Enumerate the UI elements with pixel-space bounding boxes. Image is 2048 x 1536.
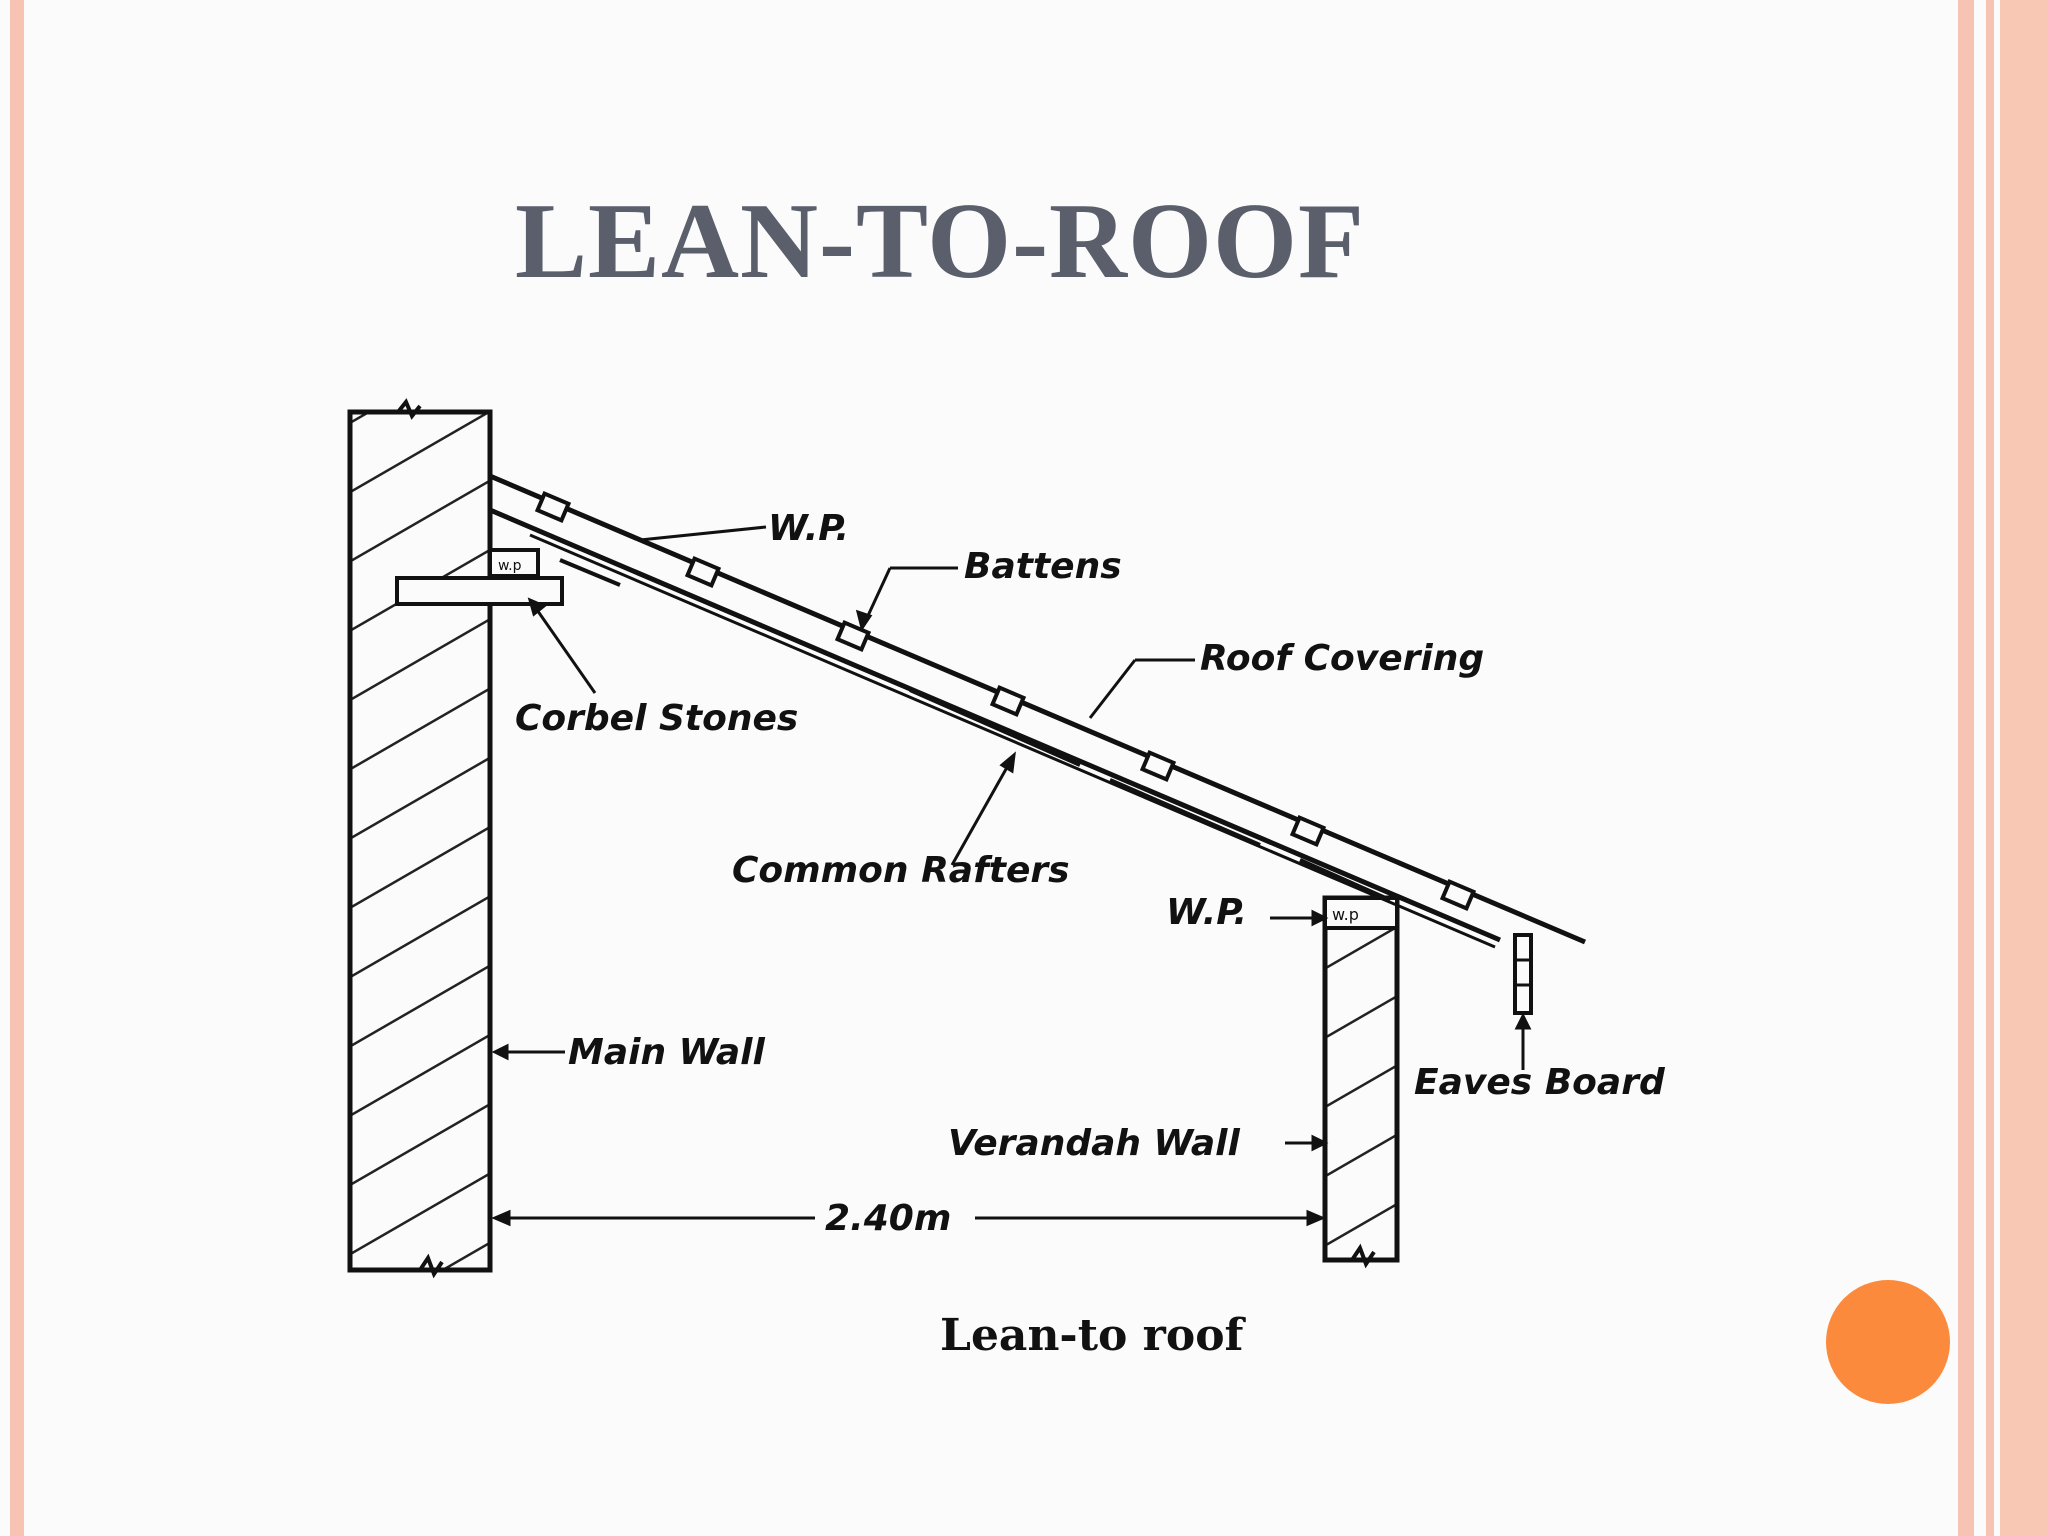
label-eaves-board: Eaves Board: [1414, 1062, 1666, 1103]
label-wp-top: W.P.: [768, 508, 849, 549]
label-verandah-wall: Verandah Wall: [948, 1123, 1240, 1164]
battens: [534, 491, 1477, 911]
right-border-stripe: [1986, 0, 1994, 1536]
svg-text:w.p: w.p: [1332, 905, 1359, 924]
left-border-stripe: [10, 0, 24, 1536]
label-battens: Battens: [964, 546, 1122, 587]
label-common-rafters: Common Rafters: [732, 850, 1070, 891]
leader-lines: [491, 525, 1532, 1227]
label-wp-bottom: W.P.: [1166, 892, 1247, 933]
accent-dot: [1826, 1280, 1950, 1404]
label-corbel-stones: Corbel Stones: [515, 698, 798, 739]
corbel-stone: w.p: [395, 548, 564, 606]
label-span: 2.40m: [825, 1198, 951, 1239]
svg-text:w.p: w.p: [498, 558, 522, 574]
diagram-caption: Lean-to roof: [940, 1310, 1247, 1361]
roof-structure: [489, 473, 1586, 949]
label-main-wall: Main Wall: [568, 1032, 766, 1073]
main-wall: [347, 398, 493, 1279]
verandah-wall: w.p: [1322, 895, 1400, 1269]
eaves-board: [1513, 933, 1533, 1015]
right-border-stripe: [1958, 0, 1974, 1536]
label-roof-covering: Roof Covering: [1200, 638, 1484, 679]
slide-title: LEAN-TO-ROOF: [514, 182, 1366, 301]
right-border-stripe: [2000, 0, 2048, 1536]
